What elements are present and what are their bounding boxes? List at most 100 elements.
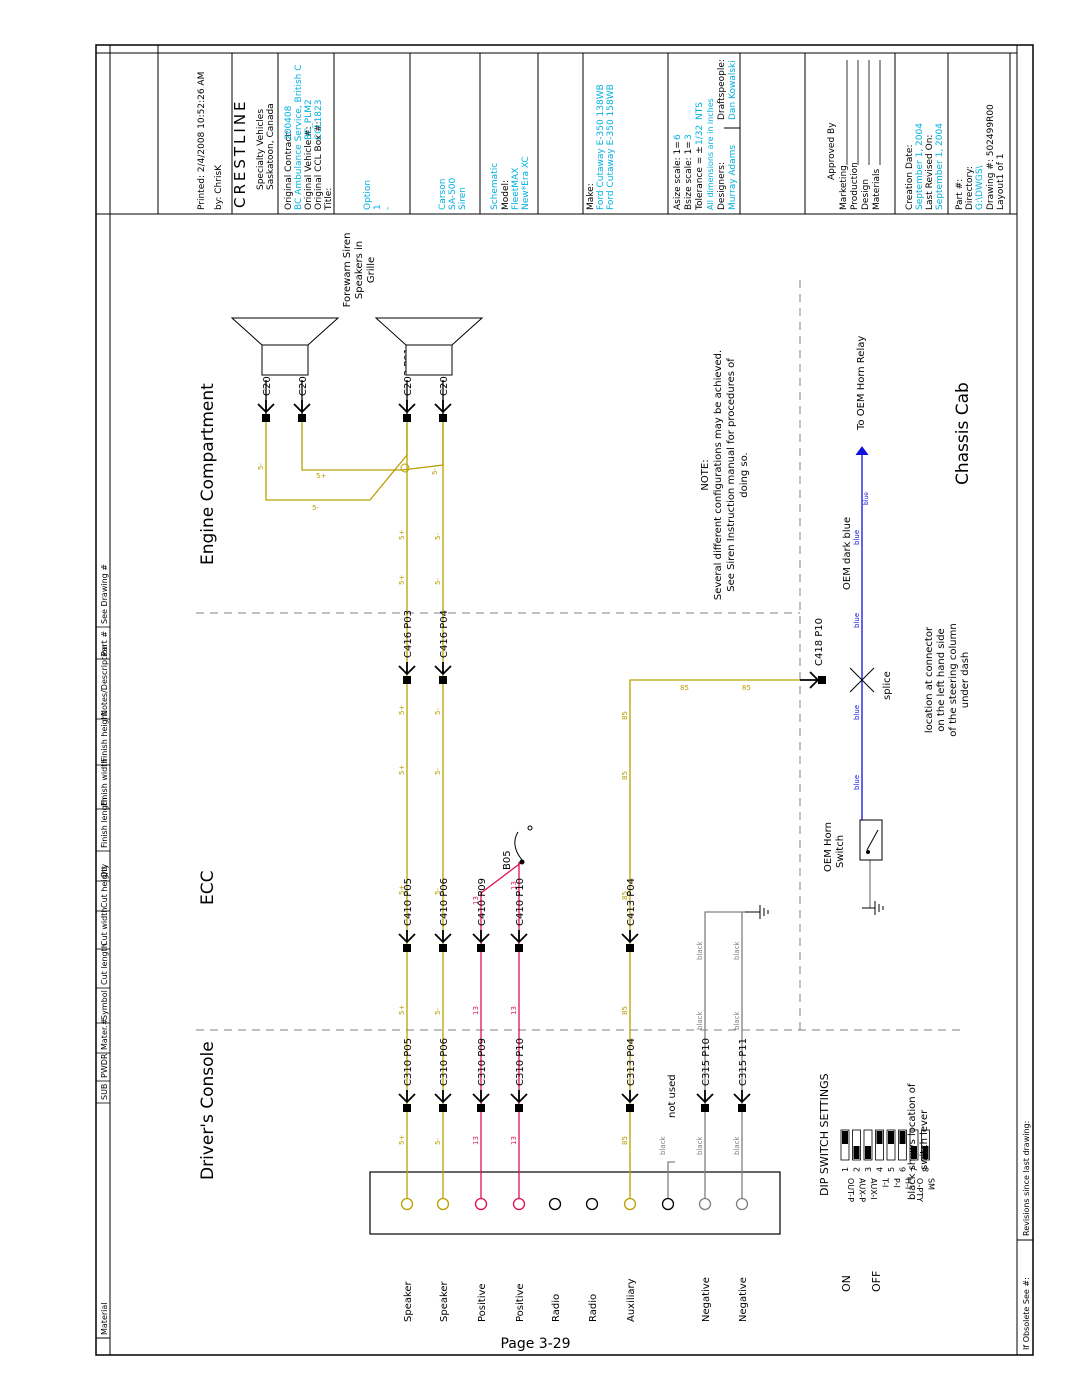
wire-code-13: 13 — [472, 1136, 480, 1145]
wire-code-13: 13 — [472, 896, 480, 905]
connector-c416-p03: C416 P03 — [398, 610, 416, 684]
make-line-2: Ford Cutaway E-350 158WB — [606, 84, 616, 210]
wire-code-5plus: 5+ — [398, 705, 406, 715]
console-pin-terminal — [436, 1197, 450, 1211]
tolerance-value: NTS — [695, 102, 705, 120]
draftsperson-name: Dan Kowalski — [728, 60, 738, 120]
splice-symbol — [849, 667, 875, 693]
svg-text:AUX-I: AUX-I — [869, 1178, 878, 1200]
directory-label: Directory: — [965, 166, 975, 210]
svg-text:T-I: T-I — [881, 1177, 890, 1187]
console-pin-terminal — [512, 1197, 526, 1211]
speaker-2 — [374, 317, 484, 376]
footer-strip: If Obsolete See #: Revisions since last … — [1017, 1121, 1033, 1350]
connector-c413-p04-label: C413 P04 — [626, 878, 637, 926]
zone-ecc: ECC — [198, 871, 218, 905]
wire-speaker-1-minus — [301, 420, 444, 471]
connector-c418-p10-label: C418 P10 — [814, 618, 825, 666]
header-cell: Finish height — [100, 711, 109, 762]
original-contract-label: Original Contract: — [284, 130, 294, 210]
svg-text:6: 6 — [899, 1167, 908, 1172]
wire-code-black: black — [733, 1135, 741, 1155]
svg-text:4: 4 — [876, 1167, 885, 1172]
approved-by-label: Approved By — [827, 122, 837, 180]
speakers-label-1: Forewarn Siren — [342, 233, 353, 308]
wire-code-5minus: 5- — [434, 578, 442, 585]
connector-c410-p06-label: C410 P06 — [439, 878, 450, 926]
dip-note-1: black shows location of — [907, 1083, 918, 1200]
header-cell: Cut length — [100, 943, 109, 985]
wire-code-5minus: 5- — [434, 1008, 442, 1015]
connector-c310-p10-label: C310 P10 — [515, 1038, 526, 1086]
footer-revisions: Revisions since last drawing: — [1022, 1121, 1031, 1236]
console-pin-terminal — [548, 1197, 562, 1211]
zone-engine-compartment: Engine Compartment — [198, 383, 218, 565]
connector-c416-p04-label: C416 P04 — [439, 610, 450, 658]
header-cell: PWDR — [100, 1053, 109, 1078]
approval-role: Materials — [872, 168, 882, 210]
header-cell: Finish length — [100, 797, 109, 848]
title-block: Printed: 2/4/2008 10:52:26 AM by: ChrisK… — [96, 45, 1017, 215]
wire-code-black: black — [696, 1135, 704, 1155]
location-line-3: of the steering column — [948, 623, 959, 736]
connector-c315-p10: C315 P10 — [696, 1038, 714, 1112]
system-line-2: SA-500 — [448, 177, 458, 210]
header-cell: See Drawing # — [100, 564, 109, 624]
wire-code-85: 85 — [621, 1136, 629, 1145]
splice-label: splice — [882, 671, 893, 700]
header-material: Material — [100, 1303, 109, 1336]
not-used-label: not used — [667, 1074, 678, 1118]
location-line-1: location at connector — [924, 626, 935, 733]
wire-code-blue: blue — [853, 775, 861, 790]
location-line-4: under dash — [960, 652, 971, 709]
note-line-3: doing so. — [739, 452, 750, 497]
oem-horn-switch — [859, 819, 883, 861]
zone-chassis-cab: Chassis Cab — [953, 382, 973, 485]
wire-code-13: 13 — [510, 881, 518, 890]
wire-code-85: 85 — [621, 1006, 629, 1015]
ecc-ground — [745, 905, 769, 919]
header-cell: Qty — [100, 864, 109, 878]
svg-text:3: 3 — [864, 1167, 873, 1172]
wire-code-5plus: 5+ — [316, 472, 326, 480]
connector-c313-p04: C313 P04 — [621, 1038, 639, 1112]
dip-switch-settings: DIP SWITCH SETTINGS ON OFF 1OUT-P2AUX-P3… — [818, 1073, 936, 1292]
drawing-number: Drawing #: 502499R00 — [986, 104, 996, 210]
note-line-1: Several different configurations may be … — [713, 350, 724, 600]
console-pin-label: Negative — [738, 1277, 749, 1322]
connector-c310-p09: C310 P09 — [472, 1038, 490, 1112]
wire-code-blue: blue — [853, 705, 861, 720]
horn-switch-label-1: OEM Horn — [823, 822, 834, 872]
header-cell: Part # — [100, 631, 109, 656]
layout-label: Layout1 of 1 — [996, 154, 1006, 210]
connector-c310-p06-label: C310 P06 — [439, 1038, 450, 1086]
wire-code-black: black — [696, 940, 704, 960]
svg-text:5: 5 — [887, 1167, 896, 1172]
header-cell: Finish width — [100, 759, 109, 806]
console-pin-label: Positive — [515, 1283, 526, 1322]
units-note: All dimensions are in inches — [706, 98, 715, 210]
connector-c410-p09-label: C410 P09 — [477, 878, 488, 926]
dip-title: DIP SWITCH SETTINGS — [818, 1073, 831, 1196]
console-pin-label: Speaker — [439, 1280, 450, 1322]
b05-switch — [514, 825, 533, 865]
svg-text:8: 8 — [922, 1167, 931, 1172]
asize-label: Asize scale: 1= — [673, 141, 683, 210]
zone-boundaries — [196, 280, 960, 1031]
wire-code-85: 85 — [621, 711, 629, 720]
sheet-border — [95, 44, 1034, 1356]
last-revised-value: September 1, 2004 — [935, 123, 945, 210]
model-line-2: New*Era XC — [521, 156, 531, 210]
svg-text:1: 1 — [841, 1167, 850, 1172]
wire-code-blue: blue — [863, 492, 870, 505]
to-horn-relay-label: To OEM Horn Relay — [856, 336, 867, 431]
asize-value: 6 — [673, 134, 683, 140]
dip-note-2: switch lever — [919, 1109, 930, 1170]
horn-switch-label-2: Switch — [835, 835, 846, 868]
printed-by: by: ChrisK — [214, 164, 224, 210]
draftspeople-label: Draftspeople: — [717, 59, 727, 120]
svg-text:H-I: H-I — [904, 1178, 913, 1189]
approval-role: Marketing — [839, 165, 849, 210]
header-cell: Cut height — [100, 866, 109, 908]
